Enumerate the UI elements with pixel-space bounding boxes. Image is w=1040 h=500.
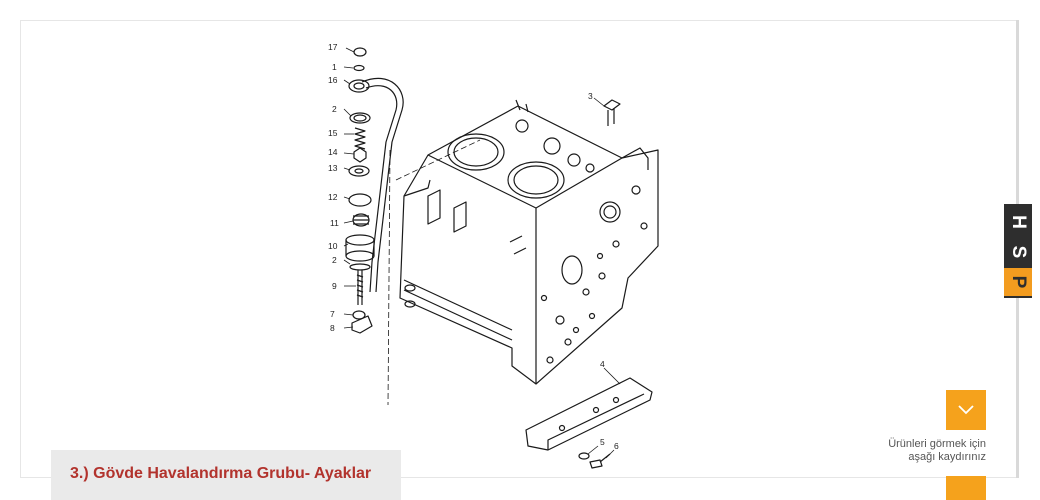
parts-diagram: 17 1 16 2 15 14 13 12 11 10 2 9 7 8 3 4 …	[300, 30, 720, 480]
part-number: 16	[328, 75, 338, 85]
brand-letter: P	[1004, 268, 1032, 296]
chevron-down-icon	[958, 405, 974, 415]
part-number: 3	[588, 91, 593, 101]
image-frame	[20, 20, 1017, 478]
caption-box: 3.) Gövde Havalandırma Grubu- Ayaklar	[51, 450, 401, 500]
part-number: 2	[332, 104, 337, 114]
engine-block	[399, 99, 659, 385]
part-number: 6	[614, 441, 619, 451]
scroll-hint-line2: aşağı kaydırınız	[908, 451, 986, 463]
part-3-bolt	[593, 97, 621, 126]
secondary-button[interactable]	[946, 476, 986, 500]
part-number: 12	[328, 192, 338, 202]
part-number: 10	[328, 241, 338, 251]
scroll-down-button[interactable]	[946, 390, 986, 430]
part-number: 11	[330, 218, 339, 228]
part-number: 4	[600, 359, 605, 369]
brand-letter: H	[1008, 215, 1029, 229]
part-number: 14	[328, 147, 338, 157]
part-4-foot	[525, 367, 653, 451]
part-number: 9	[332, 281, 337, 291]
part-stack	[345, 47, 375, 334]
part-5-6-hardware	[578, 445, 615, 469]
brand-letter: S	[1008, 245, 1029, 259]
part-number: 8	[330, 323, 335, 333]
part-number: 2	[332, 255, 337, 265]
part-number: 7	[330, 309, 335, 319]
part-number: 1	[332, 62, 337, 72]
part-number: 5	[600, 437, 605, 447]
part-number: 15	[328, 128, 338, 138]
scroll-hint: Ürünleri görmek için aşağı kaydırınız	[840, 438, 986, 464]
scroll-hint-line1: Ürünleri görmek için	[888, 438, 986, 450]
part-number: 17	[328, 42, 338, 52]
part-number: 13	[328, 163, 338, 173]
dipstick-tube	[361, 77, 404, 293]
brand-logo: H S P	[1004, 204, 1032, 298]
caption-title: 3.) Gövde Havalandırma Grubu- Ayaklar	[70, 465, 372, 482]
